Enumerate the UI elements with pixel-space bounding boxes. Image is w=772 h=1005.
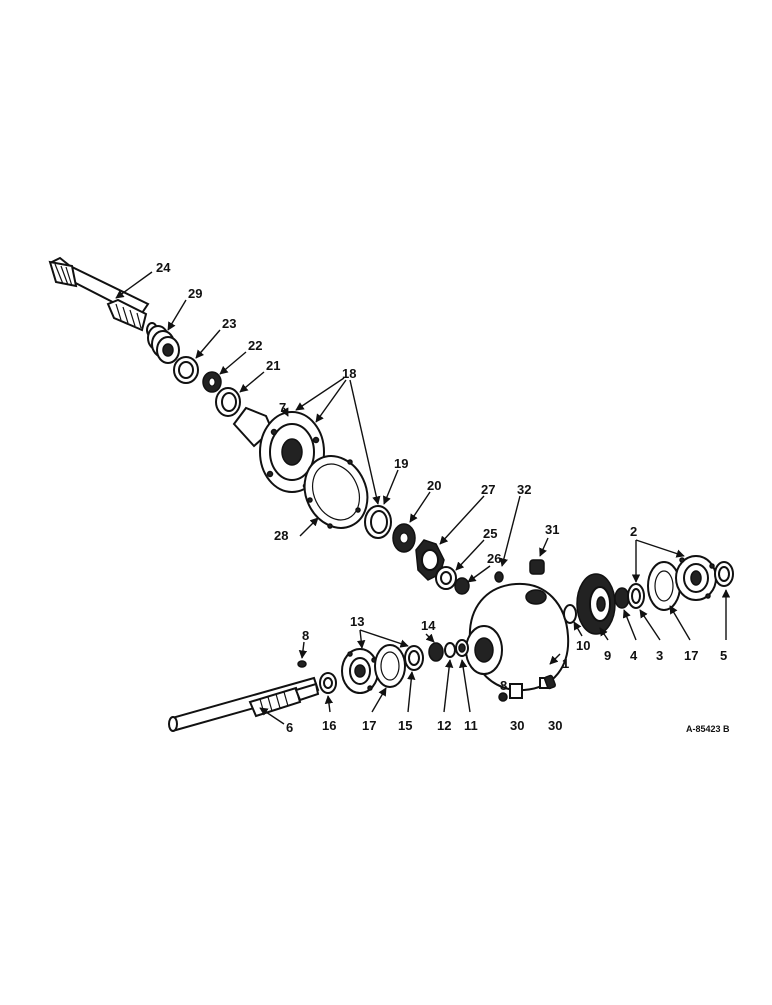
breather-part [529,559,545,575]
callout-1: 1 [562,656,569,671]
callout-20: 20 [427,478,441,493]
bearing-cup-3-part [627,583,645,609]
callout-16: 16 [322,718,336,733]
gasket-3-part [374,644,406,688]
leader-lines [115,271,731,725]
bearing-retainer-part [675,555,717,601]
callout-21: 21 [266,358,280,373]
nut-part [454,577,470,595]
gasket-2-part [647,561,681,611]
callout-24: 24 [156,260,171,275]
set-screw-2-part [297,660,307,668]
callout-32: 32 [517,482,531,497]
callout-23: 23 [222,316,236,331]
callout-27: 27 [481,482,495,497]
callout-6: 6 [286,720,293,735]
pinion-gear-part [415,539,445,581]
callout-17-left: 17 [362,718,376,733]
gear-case-part [465,582,570,699]
callout-12: 12 [437,718,451,733]
washer-5-part [444,642,456,658]
carrier-housing-part [232,406,325,493]
callout-31: 31 [545,522,559,537]
lower-shaft-part [168,676,320,732]
bearing-retainer-2-part [341,648,379,694]
callout-9: 9 [604,648,611,663]
upper-shaft-part [48,256,158,338]
callout-22: 22 [248,338,262,353]
callout-13: 13 [350,614,364,629]
ring-part [455,639,469,657]
callout-7: 7 [279,400,286,415]
bearing-cup-part [215,387,241,417]
callout-30-left: 30 [510,718,524,733]
callout-3: 3 [656,648,663,663]
figure-code: A-85423 B [686,724,730,734]
callout-17-right: 17 [684,648,698,663]
callout-28: 28 [274,528,288,543]
callout-14: 14 [421,618,436,633]
bearing-cone-3-part [428,642,444,662]
callout-30-right: 30 [548,718,562,733]
callout-25: 25 [483,526,497,541]
callout-labels: 24 29 23 22 21 18 7 19 20 27 32 31 25 26… [156,260,730,735]
callout-26: 26 [487,551,501,566]
washer-part [173,356,199,384]
callout-8-lower: 8 [500,678,507,693]
small-gear-part [202,371,222,393]
callout-10: 10 [576,638,590,653]
washer-2-part [435,566,457,590]
callout-15: 15 [398,718,412,733]
callout-18: 18 [342,366,356,381]
gasket-part [303,455,369,529]
callout-5: 5 [720,648,727,663]
set-screw-3-part [544,674,556,690]
plug-part [494,571,504,583]
bearing-cup-4-part [404,645,424,671]
bearing-cup-2-part [364,505,392,539]
spring-part [147,325,180,364]
bearing-cone-part [392,523,416,553]
seal-part [714,561,734,587]
washer-4-part [319,672,337,694]
callout-4: 4 [630,648,638,663]
callout-29: 29 [188,286,202,301]
ring-gear-part [576,573,616,635]
callout-11: 11 [464,718,478,733]
callout-19: 19 [394,456,408,471]
washer-3-part [563,604,577,624]
callout-2: 2 [630,524,637,539]
callout-8-upper: 8 [302,628,309,643]
plug-2-part [498,692,508,702]
bearing-cone-2-part [614,587,630,609]
